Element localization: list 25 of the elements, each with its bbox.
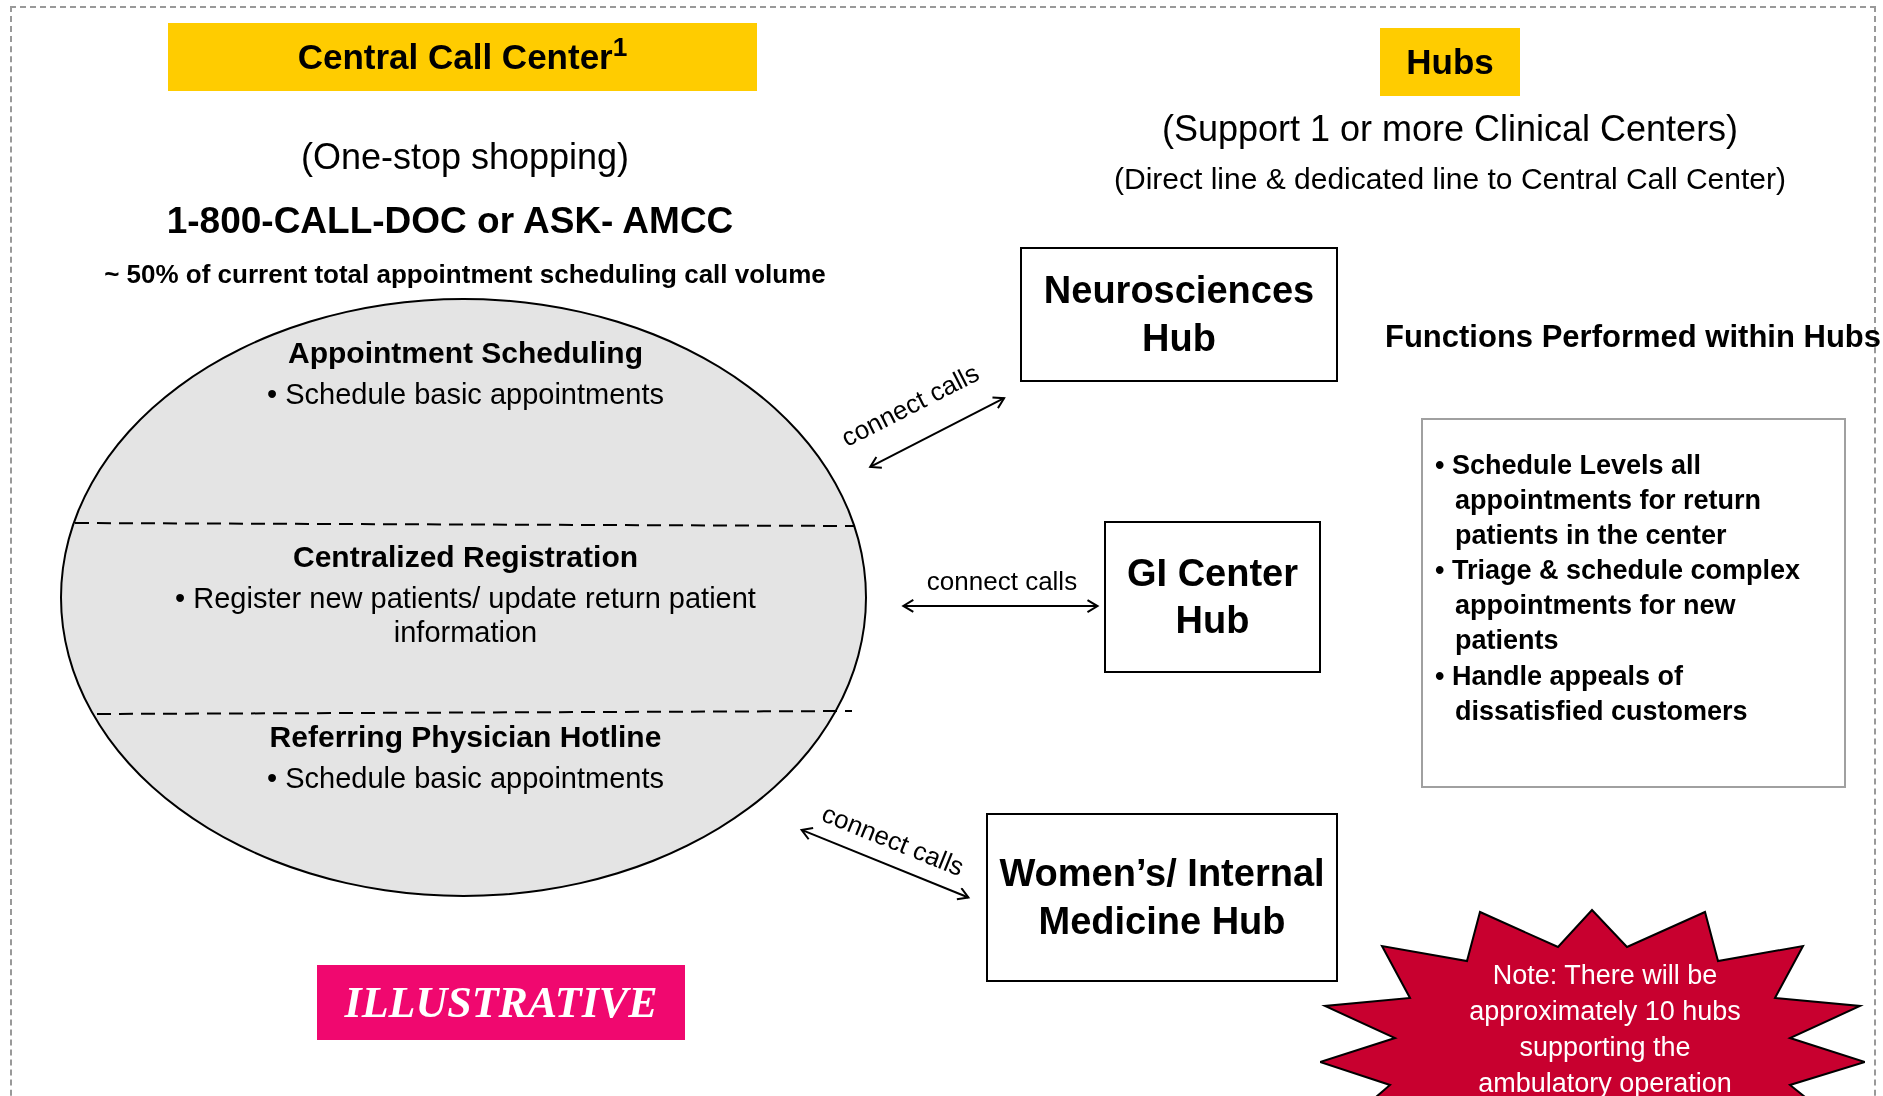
hub-box: Neurosciences Hub <box>1020 247 1338 382</box>
edge-label: connect calls <box>926 568 1078 594</box>
text-label: ~ 50% of current total appointment scheduling call volume <box>103 258 827 291</box>
bullet-text: • Register new patients/ update return patient information <box>174 580 757 651</box>
functions-heading: Functions Performed within Hubs <box>1384 318 1882 356</box>
bullet-text: • Schedule basic appointments <box>266 760 665 796</box>
section-heading: Referring Physician Hotline <box>269 720 662 755</box>
text-label: (Support 1 or more Clinical Centers) <box>1160 107 1740 151</box>
hub-box: GI Center Hub <box>1104 521 1321 673</box>
bullet-text: • Schedule basic appointments <box>266 376 665 412</box>
header-banner: Central Call Center$^{1}$ <box>168 23 757 91</box>
bullet-text: • Triage & schedule complex appointments for new patients <box>1435 554 1802 658</box>
text-label: 1-800-CALL-DOC or ASK- AMCC <box>165 199 735 243</box>
section-heading: Centralized Registration <box>292 540 639 575</box>
text-label: (One-stop shopping) <box>299 135 631 179</box>
double-arrow <box>902 598 1099 614</box>
double-arrow <box>800 827 970 901</box>
section-heading: Appointment Scheduling <box>288 336 643 371</box>
double-arrow <box>869 396 1006 469</box>
bullet-text: • Handle appeals of dissatisfied customers <box>1435 659 1749 728</box>
text-label: (Direct line & dedicated line to Central Call Center) <box>1113 161 1787 197</box>
hub-box: Women’s/ Internal Medicine Hub <box>986 813 1338 982</box>
header-banner: Hubs <box>1380 28 1520 96</box>
bullet-text: • Schedule Levels all appointments for return patients in the center <box>1435 449 1762 553</box>
stamp: ILLUSTRATIVE <box>317 965 685 1040</box>
